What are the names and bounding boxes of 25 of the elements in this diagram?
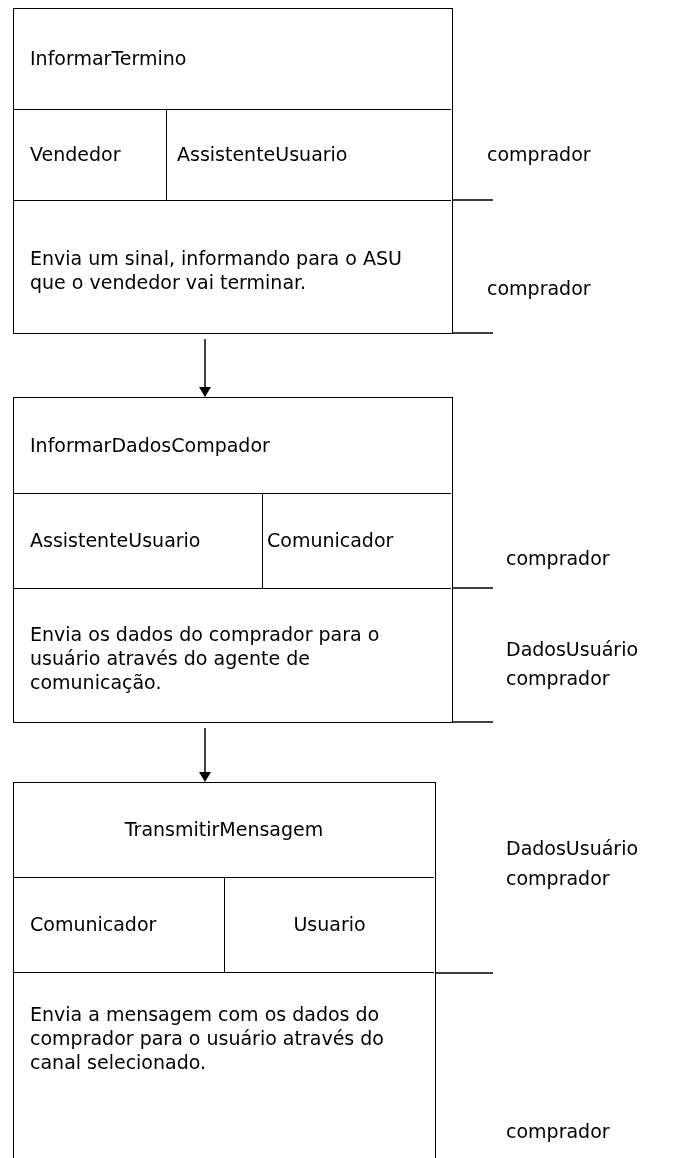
role-name: Usuario xyxy=(293,913,366,937)
activity-title: TransmitirMensagem xyxy=(124,818,324,842)
activity-box xyxy=(13,782,436,1158)
activity-description: Envia os dados do comprador para o usuário através do agente de comunicação. xyxy=(30,623,381,695)
activity-description: Envia a mensagem com os dados do comprador para o usuário através do canal selecionado. xyxy=(30,1003,385,1075)
activity-box xyxy=(13,8,453,334)
role-name: Comunicador xyxy=(267,529,394,553)
side-label: comprador xyxy=(506,669,610,688)
activity-title: InformarDadosCompador xyxy=(30,433,270,458)
side-label: comprador xyxy=(506,549,610,568)
role-name: AssistenteUsuario xyxy=(30,529,201,553)
arrow xyxy=(199,727,211,782)
side-label: comprador xyxy=(506,869,610,888)
side-label: comprador xyxy=(487,279,591,298)
role-name: AssistenteUsuario xyxy=(177,143,348,167)
side-label: DadosUsuário xyxy=(506,640,639,659)
activity-title: InformarTermino xyxy=(30,47,187,71)
side-label: comprador xyxy=(506,1122,610,1141)
activity-box xyxy=(13,397,453,723)
side-label: comprador xyxy=(487,145,591,164)
side-label: DadosUsuário xyxy=(506,839,639,858)
role-name: Vendedor xyxy=(30,143,121,167)
role-name: Comunicador xyxy=(30,913,157,937)
activity-description: Envia um sinal, informando para o ASU que o vendedor vai terminar. xyxy=(30,246,403,295)
arrow xyxy=(199,338,211,397)
